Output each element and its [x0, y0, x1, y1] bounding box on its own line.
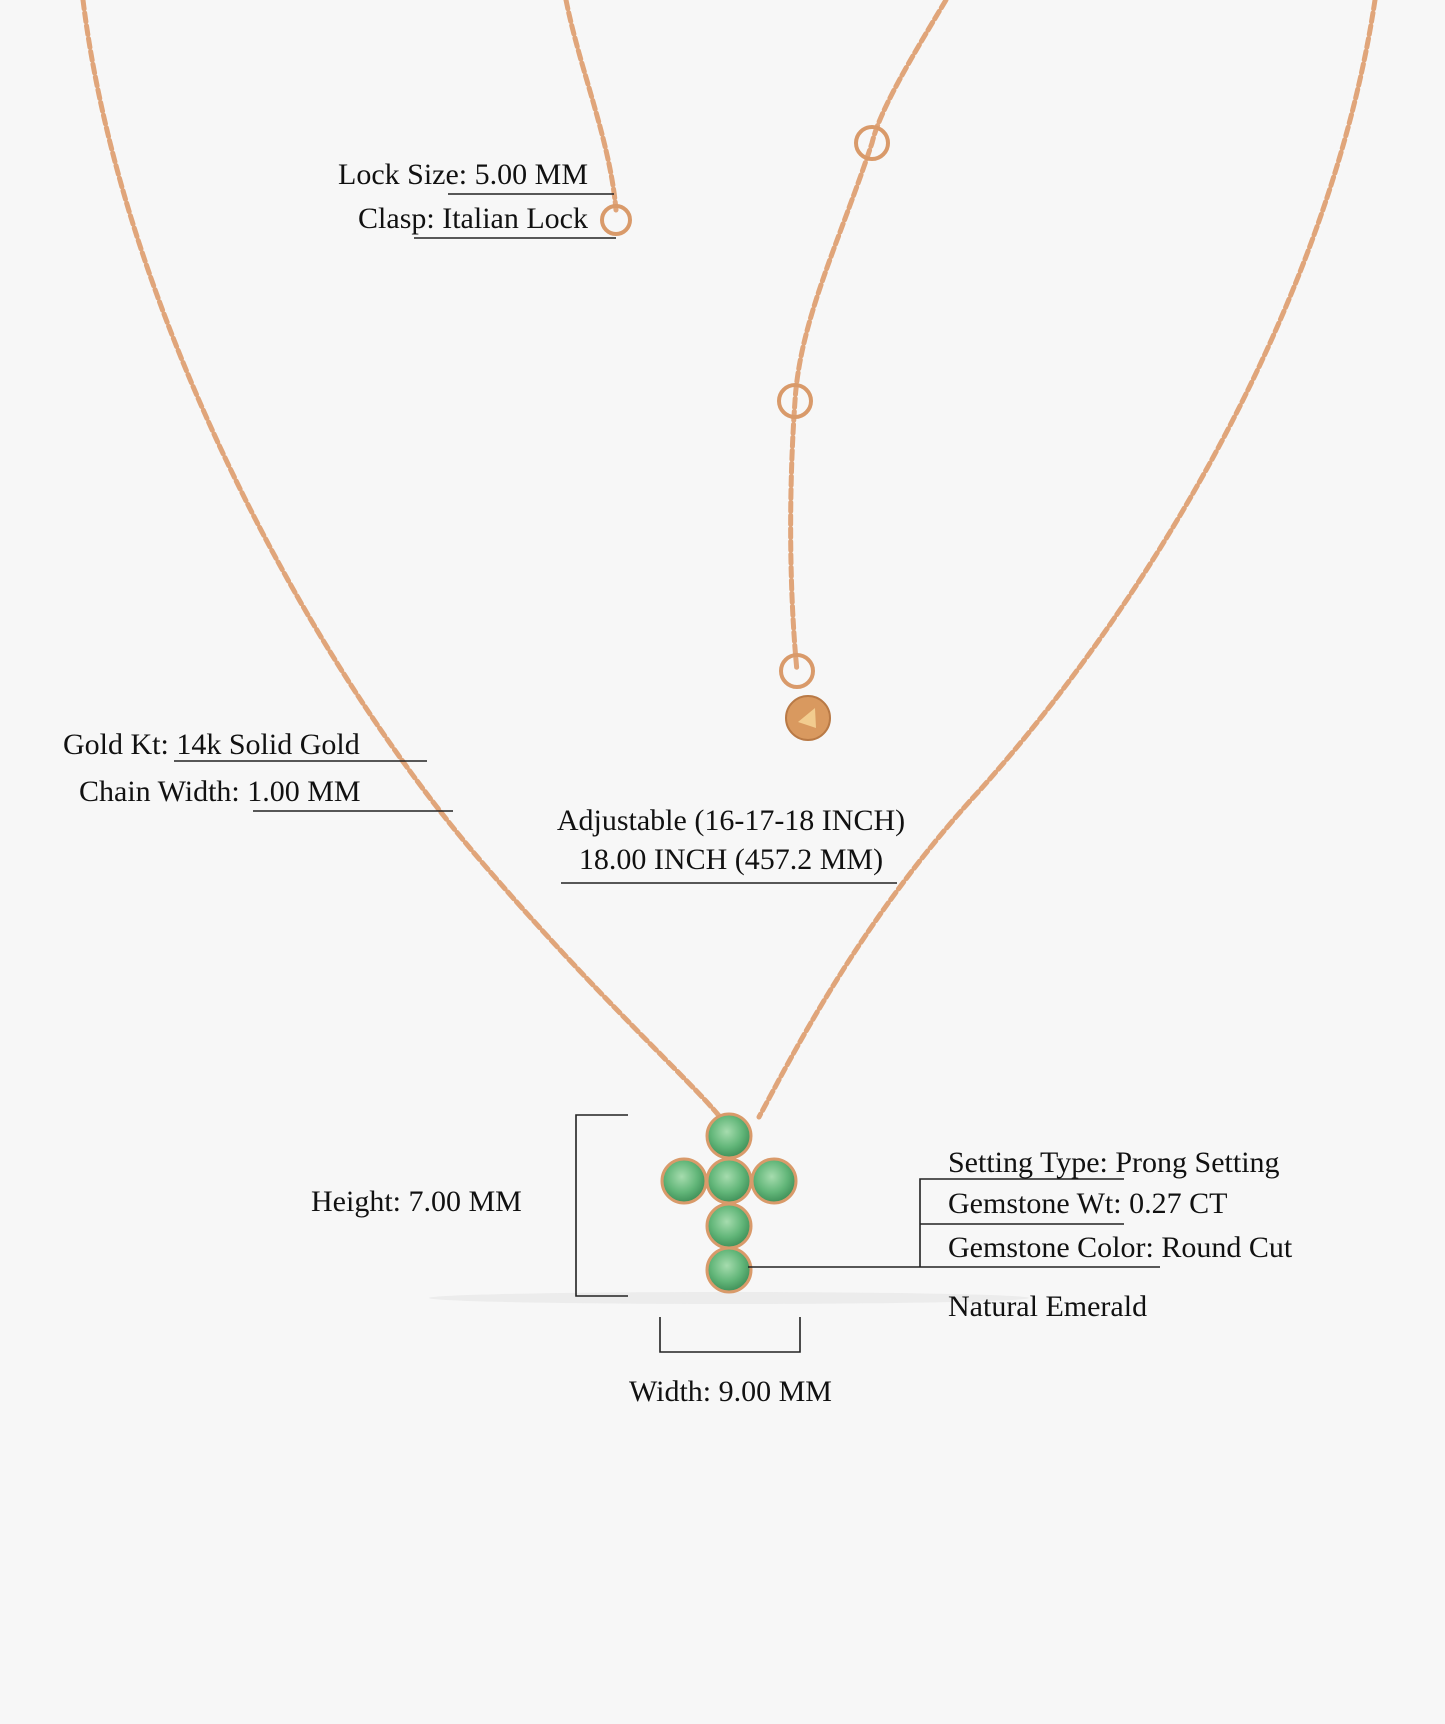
- lock-size-spec: Lock Size: 5.00 MM: [338, 160, 588, 190]
- clasp-value: Italian Lock: [442, 202, 588, 235]
- lock-size-value: 5.00 MM: [474, 158, 588, 191]
- chain-extender: [788, 0, 949, 674]
- gold-kt-spec: Gold Kt: 14k Solid Gold: [63, 730, 360, 760]
- extender-ring: [779, 653, 815, 689]
- pendant-height: Height: 7.00 MM: [311, 1185, 522, 1218]
- pendant-width: Width: 9.00 MM: [629, 1375, 832, 1408]
- clasp-label: Clasp:: [358, 202, 435, 235]
- extender-ring: [854, 125, 890, 161]
- gem-leader: [748, 1178, 1160, 1268]
- chain-right: [756, 0, 1378, 1120]
- chain-width-spec: Chain Width: 1.00 MM: [79, 777, 361, 807]
- cross-pendant: [660, 1112, 798, 1294]
- gemstone-color-spec: Gemstone Color: Round Cut: [948, 1233, 1292, 1263]
- height-bracket: [575, 1114, 628, 1297]
- chain-clasp: [563, 0, 619, 213]
- gold-kt-label: Gold Kt:: [63, 728, 169, 761]
- extender-ring: [777, 383, 813, 419]
- chain-width-label: Chain Width:: [79, 775, 240, 808]
- setting-type-label: Setting Type:: [948, 1146, 1108, 1179]
- setting-type-spec: Setting Type: Prong Setting: [948, 1148, 1280, 1178]
- lock-size-label: Lock Size:: [338, 158, 468, 191]
- gemstone-color-value: Round Cut: [1161, 1231, 1293, 1264]
- gemstone-color-label: Gemstone Color:: [948, 1231, 1154, 1264]
- chain-length: 18.00 INCH (457.2 MM): [578, 843, 884, 876]
- clasp-spec: Clasp: Italian Lock: [358, 204, 588, 234]
- adjustable-length: Adjustable (16-17-18 INCH): [556, 804, 906, 837]
- chain-left: [80, 0, 723, 1120]
- gemstone-weight-value: 0.27 CT: [1129, 1187, 1228, 1220]
- clasp-ring: [600, 204, 632, 236]
- gemstone-type: Natural Emerald: [948, 1290, 1148, 1323]
- width-bracket: [659, 1317, 801, 1353]
- gemstone-weight-label: Gemstone Wt:: [948, 1187, 1122, 1220]
- setting-type-value: Prong Setting: [1115, 1146, 1280, 1179]
- gold-kt-value: 14k Solid Gold: [176, 728, 360, 761]
- gemstone-weight-spec: Gemstone Wt: 0.27 CT: [948, 1189, 1227, 1219]
- chain-width-value: 1.00 MM: [247, 775, 361, 808]
